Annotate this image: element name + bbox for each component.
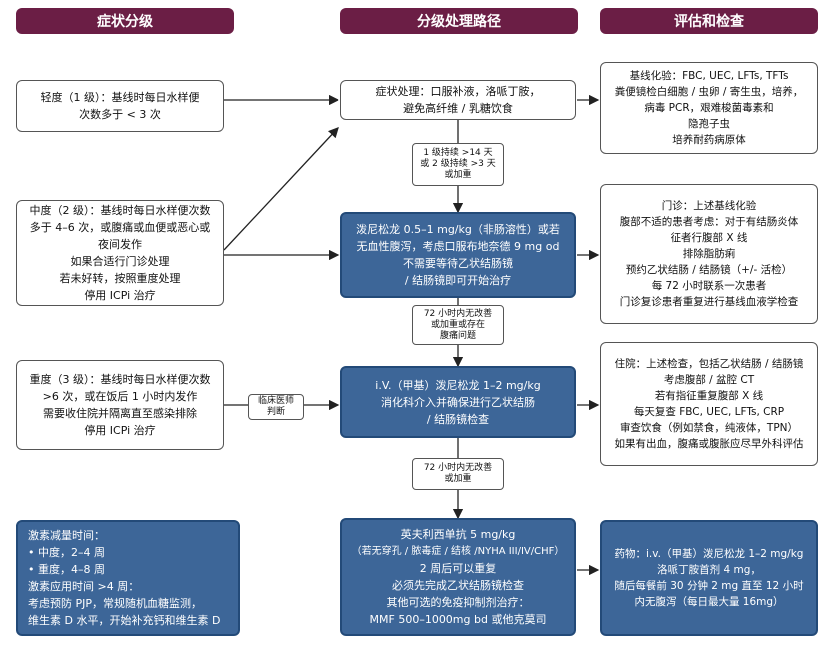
path1-symptomatic-box: 症状处理：口服补液，洛哌丁胺， 避免高纤维 / 乳糖饮食 bbox=[340, 80, 576, 120]
condition3-box: 72 小时内无改善 或加重 bbox=[412, 458, 504, 490]
eval3-line3: 若有指征重复腹部 X 线 bbox=[654, 390, 764, 402]
condition2-box: 72 小时内无改善 或加重或存在 腹痛问题 bbox=[412, 305, 504, 345]
eval1-line4: 隐孢子虫 bbox=[688, 118, 730, 130]
taper-line4: 激素应用时间 >4 周： bbox=[28, 580, 140, 593]
grade2-line6: 停用 ICPi 治疗 bbox=[84, 289, 156, 302]
path1-line1: 症状处理：口服补液，洛哌丁胺， bbox=[375, 85, 541, 98]
grade1-line2: 次数多于 < 3 次 bbox=[79, 108, 161, 121]
path1-line2: 避免高纤维 / 乳糖饮食 bbox=[403, 102, 513, 115]
eval2-line2: 腹部不适的患者考虑：对于有结肠炎体 bbox=[619, 216, 799, 228]
path4-line1: 英夫利西单抗 5 mg/kg bbox=[400, 528, 516, 541]
path4-line4: 必须先完成乙状结肠镜检查 bbox=[392, 579, 524, 592]
cond2-line3: 腹痛问题 bbox=[439, 330, 476, 341]
taper-line6: 维生素 D 水平，开始补充钙和维生素 D bbox=[28, 614, 221, 627]
eval2-line1: 门诊：上述基线化验 bbox=[661, 200, 757, 212]
path2-line2: 无血性腹泻，考虑口服布地奈德 9 mg od bbox=[356, 240, 560, 253]
path2-line4: / 结肠镜即可开始治疗 bbox=[404, 274, 512, 287]
eval2-line7: 门诊复诊患者重复进行基线血液学检查 bbox=[619, 296, 799, 308]
condition1-box: 1 级持续 >14 天 或 2 级持续 >3 天 或加重 bbox=[412, 143, 504, 186]
eval2-line3: 征者行腹部 X 线 bbox=[670, 232, 748, 244]
header-symptom-grade: 症状分级 bbox=[16, 8, 234, 34]
eval1-line2: 粪便镜检白细胞 / 虫卵 / 寄生虫，培养， bbox=[614, 86, 804, 98]
path4-line6: MMF 500–1000mg bd 或他克莫司 bbox=[369, 613, 547, 626]
clinician-line1: 临床医师 bbox=[257, 396, 294, 406]
eval4-line3: 随后每餐前 30 分钟 2 mg 直至 12 小时 bbox=[614, 580, 804, 592]
taper-line1: 激素减量时间： bbox=[28, 529, 105, 542]
grade2-box: 中度（2 级）：基线时每日水样便次数 多于 4–6 次，或腹痛或血便或恶心或 夜… bbox=[16, 200, 224, 306]
path4-line2: （若无穿孔 / 脓毒症 / 结核 /NYHA III/IV/CHF） bbox=[351, 546, 565, 557]
grade2-line2: 多于 4–6 次，或腹痛或血便或恶心或 bbox=[29, 221, 211, 234]
path3-line2: 消化科介入并确保进行乙状结肠 bbox=[381, 395, 535, 409]
clinician-line2: 判断 bbox=[266, 407, 285, 417]
cond1-line2: 或 2 级持续 >3 天 bbox=[420, 159, 496, 169]
steroid-taper-box: 激素减量时间： • 中度，2–4 周 • 重度，4–8 周 激素应用时间 >4 … bbox=[16, 520, 240, 636]
eval3-line5: 审查饮食（例如禁食，纯液体，TPN） bbox=[619, 422, 799, 434]
grade3-box: 重度（3 级）：基线时每日水样便次数 >6 次，或在饭后 1 小时内发作 需要收… bbox=[16, 360, 224, 450]
grade3-line4: 停用 ICPi 治疗 bbox=[84, 424, 156, 437]
path3-line3: / 结肠镜检查 bbox=[426, 412, 490, 426]
path2-line3: 不需要等待乙状结肠镜 bbox=[403, 257, 513, 270]
grade3-line3: 需要收住院并隔离直至感染排除 bbox=[43, 407, 197, 420]
taper-line5: 考虑预防 PJP，常规随机血糖监测， bbox=[28, 597, 203, 610]
cond1-line3: 或加重 bbox=[444, 170, 472, 180]
eval2-line6: 每 72 小时联系一次患者 bbox=[651, 280, 767, 292]
taper-line3: • 重度，4–8 周 bbox=[28, 563, 105, 576]
eval2-line4: 排除脂肪痢 bbox=[682, 248, 736, 260]
eval3-line6: 如果有出血，腹痛或腹胀应尽早外科评估 bbox=[614, 438, 804, 450]
path4-line3: 2 周后可以重复 bbox=[419, 562, 497, 575]
cond3-line2: 或加重 bbox=[444, 474, 472, 484]
cond2-line1: 72 小时内无改善 bbox=[423, 308, 493, 319]
path4-infliximab-box: 英夫利西单抗 5 mg/kg （若无穿孔 / 脓毒症 / 结核 /NYHA II… bbox=[340, 518, 576, 636]
cond2-line2: 或加重或存在 bbox=[430, 319, 485, 330]
eval4-medication-box: 药物：i.v.（甲基）泼尼松龙 1–2 mg/kg 洛哌丁胺首剂 4 mg， 随… bbox=[600, 520, 818, 636]
header-management-path: 分级处理路径 bbox=[340, 8, 578, 34]
clinician-judgement-box: 临床医师 判断 bbox=[248, 394, 304, 420]
eval3-line1: 住院：上述检查，包括乙状结肠 / 结肠镜 bbox=[614, 358, 804, 370]
header-evaluation: 评估和检查 bbox=[600, 8, 818, 34]
path4-line5: 其他可选的免疫抑制剂治疗： bbox=[386, 596, 530, 609]
grade1-line1: 轻度（1 级）：基线时每日水样便 bbox=[40, 91, 200, 104]
grade2-line5: 若未好转，按照重度处理 bbox=[59, 272, 181, 285]
eval2-line5: 预约乙状结肠 / 结肠镜（+/- 活检） bbox=[625, 264, 793, 276]
eval1-line1: 基线化验：FBC, UEC, LFTs, TFTs bbox=[629, 70, 789, 82]
eval4-line1: 药物：i.v.（甲基）泼尼松龙 1–2 mg/kg bbox=[614, 548, 804, 560]
taper-line2: • 中度，2–4 周 bbox=[28, 546, 105, 559]
eval3-line4: 每天复查 FBC, UEC, LFTs, CRP bbox=[633, 406, 785, 418]
path3-line1: i.V.（甲基）泼尼松龙 1–2 mg/kg bbox=[375, 378, 541, 392]
cond1-line1: 1 级持续 >14 天 bbox=[423, 148, 493, 158]
eval2-outpatient-box: 门诊：上述基线化验 腹部不适的患者考虑：对于有结肠炎体 征者行腹部 X 线 排除… bbox=[600, 184, 818, 324]
grade3-line2: >6 次，或在饭后 1 小时内发作 bbox=[42, 390, 198, 403]
eval1-line3: 病毒 PCR，艰难梭菌毒素和 bbox=[644, 102, 774, 114]
eval3-inpatient-box: 住院：上述检查，包括乙状结肠 / 结肠镜 考虑腹部 / 盆腔 CT 若有指征重复… bbox=[600, 342, 818, 466]
grade1-box: 轻度（1 级）：基线时每日水样便 次数多于 < 3 次 bbox=[16, 80, 224, 132]
eval4-line2: 洛哌丁胺首剂 4 mg， bbox=[657, 564, 761, 576]
eval4-line4: 内无腹泻（每日最大量 16mg） bbox=[634, 596, 784, 608]
eval3-line2: 考虑腹部 / 盆腔 CT bbox=[663, 374, 755, 386]
eval1-baseline-box: 基线化验：FBC, UEC, LFTs, TFTs 粪便镜检白细胞 / 虫卵 /… bbox=[600, 62, 818, 154]
grade2-line1: 中度（2 级）：基线时每日水样便次数 bbox=[29, 204, 211, 217]
path2-line1: 泼尼松龙 0.5–1 mg/kg（非肠溶性）或若 bbox=[356, 223, 560, 236]
grade2-line3: 夜间发作 bbox=[98, 238, 142, 251]
path3-iv-steroid-box: i.V.（甲基）泼尼松龙 1–2 mg/kg 消化科介入并确保进行乙状结肠 / … bbox=[340, 366, 576, 438]
grade3-line1: 重度（3 级）：基线时每日水样便次数 bbox=[29, 373, 211, 386]
eval1-line5: 培养耐药病原体 bbox=[672, 134, 746, 146]
path2-prednisolone-box: 泼尼松龙 0.5–1 mg/kg（非肠溶性）或若 无血性腹泻，考虑口服布地奈德 … bbox=[340, 212, 576, 298]
grade2-line4: 如果合适行门诊处理 bbox=[70, 255, 170, 268]
arrow-grade2-to-path1 bbox=[223, 127, 339, 251]
cond3-line1: 72 小时内无改善 bbox=[423, 463, 493, 473]
